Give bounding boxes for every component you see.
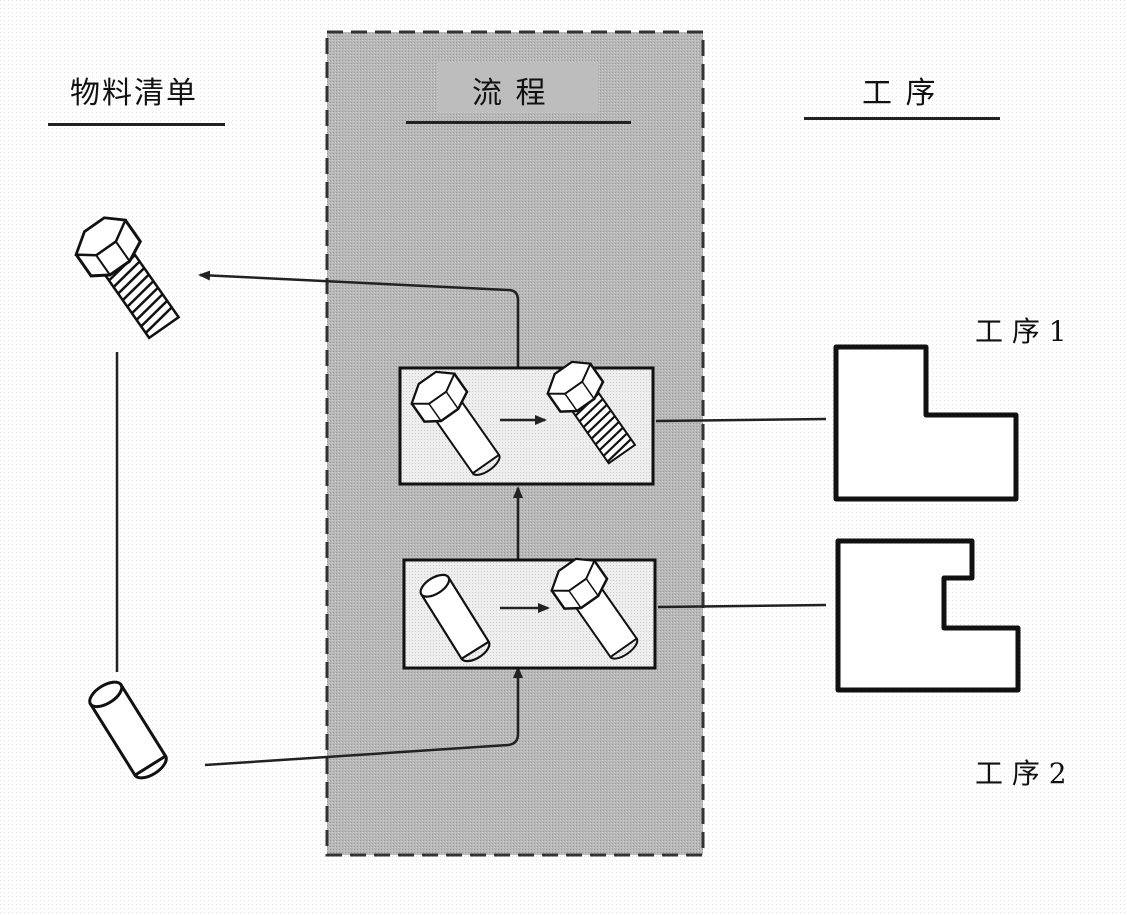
process-heading-background bbox=[438, 62, 598, 112]
hex-head-blank-icon bbox=[550, 557, 639, 660]
operations-heading-underline bbox=[804, 117, 1000, 120]
output-arrow-to-bolt bbox=[198, 270, 520, 368]
connector-step2-op2 bbox=[657, 603, 827, 609]
connector-step1-op1 bbox=[655, 417, 827, 423]
process-heading-underline bbox=[406, 121, 631, 124]
cylinder-bar-icon bbox=[88, 680, 168, 780]
cylinder-bar-icon bbox=[419, 573, 491, 663]
notched-bracket-shape-icon bbox=[835, 538, 1021, 693]
operation-1-label: 工 序 1 bbox=[975, 315, 1067, 348]
l-bracket-shape-icon bbox=[833, 344, 1019, 502]
operations-heading: 工 序 bbox=[862, 76, 938, 111]
operation-2-label: 工 序 2 bbox=[975, 757, 1067, 790]
bom-heading-underline bbox=[48, 123, 225, 126]
input-arrow-from-cylinder bbox=[204, 666, 523, 767]
hex-bolt-icon bbox=[546, 360, 637, 465]
hex-head-blank-icon bbox=[410, 370, 501, 476]
process-heading: 流 程 bbox=[472, 76, 548, 111]
hex-bolt-icon bbox=[74, 216, 181, 340]
bom-heading: 物料清单 bbox=[70, 76, 198, 111]
